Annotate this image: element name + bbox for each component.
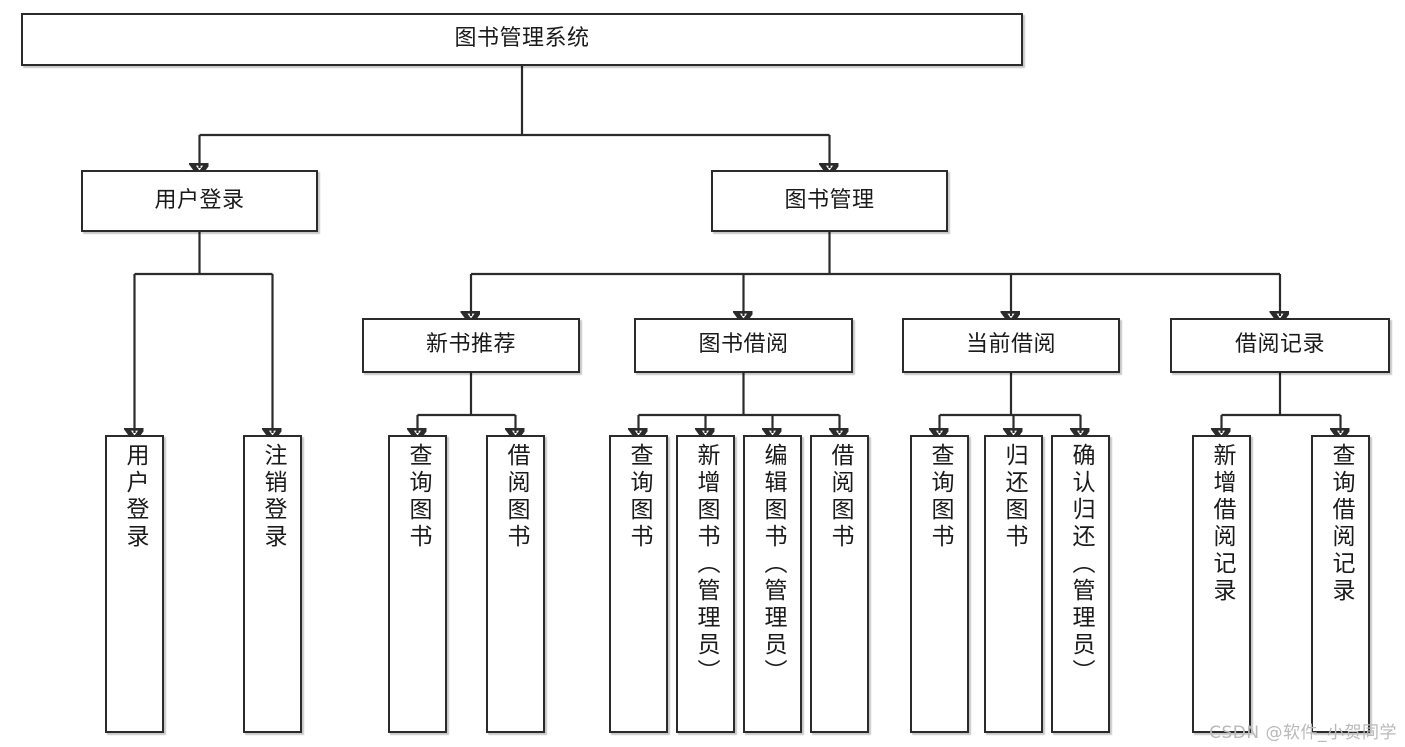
node-label: 当前借阅 <box>965 332 1056 358</box>
node-leaf-cb-query-book[interactable]: 查询图书 <box>910 435 969 733</box>
node-leaf-rec-query-book[interactable]: 查询图书 <box>388 435 447 733</box>
node-user-login[interactable]: 用户登录 <box>81 170 318 232</box>
node-borrow-record[interactable]: 借阅记录 <box>1170 318 1390 373</box>
node-current-borrow[interactable]: 当前借阅 <box>902 318 1120 373</box>
node-label: 查询图书 <box>626 443 652 551</box>
node-label: 用户登录 <box>154 187 245 213</box>
node-book-management[interactable]: 图书管理 <box>711 170 948 232</box>
node-root[interactable]: 图书管理系统 <box>21 13 1023 66</box>
node-label: 查询图书 <box>927 443 953 551</box>
node-leaf-user-logout[interactable]: 注销登录 <box>243 435 302 733</box>
node-label: 图书借阅 <box>698 332 789 358</box>
node-label: 借阅图书 <box>827 443 853 551</box>
node-label: 借阅记录 <box>1234 332 1325 358</box>
node-leaf-bb-borrow-book[interactable]: 借阅图书 <box>810 435 869 733</box>
node-label: 新增借阅记录 <box>1209 443 1235 605</box>
node-leaf-bb-edit-book[interactable]: 编辑图书（管理员） <box>743 435 802 733</box>
node-label: 借阅图书 <box>503 443 529 551</box>
node-label: 归还图书 <box>1001 443 1027 551</box>
node-label: 确认归还（管理员） <box>1068 443 1094 686</box>
node-label: 查询图书 <box>405 443 431 551</box>
node-leaf-cb-return-book[interactable]: 归还图书 <box>984 435 1043 733</box>
node-leaf-br-query-record[interactable]: 查询借阅记录 <box>1311 435 1370 733</box>
node-leaf-user-login[interactable]: 用户登录 <box>105 435 164 733</box>
node-leaf-bb-query-book[interactable]: 查询图书 <box>609 435 668 733</box>
node-label: 图书管理 <box>784 187 875 213</box>
node-label: 新增图书（管理员） <box>693 443 719 686</box>
node-leaf-bb-add-book[interactable]: 新增图书（管理员） <box>676 435 735 733</box>
node-leaf-br-add-record[interactable]: 新增借阅记录 <box>1192 435 1251 733</box>
edge-group <box>135 66 1341 433</box>
node-book-borrow[interactable]: 图书借阅 <box>634 318 853 373</box>
node-new-book-recommend[interactable]: 新书推荐 <box>362 318 580 373</box>
node-label: 图书管理系统 <box>454 26 590 52</box>
watermark-label: CSDN @软件_小贺同学 <box>1209 723 1397 743</box>
node-label: 用户登录 <box>122 443 148 551</box>
node-label: 查询借阅记录 <box>1328 443 1354 605</box>
node-label: 注销登录 <box>260 443 286 551</box>
node-label: 新书推荐 <box>425 332 516 358</box>
node-leaf-cb-confirm-return[interactable]: 确认归还（管理员） <box>1051 435 1110 733</box>
node-label: 编辑图书（管理员） <box>760 443 786 686</box>
node-leaf-rec-borrow-book[interactable]: 借阅图书 <box>486 435 545 733</box>
